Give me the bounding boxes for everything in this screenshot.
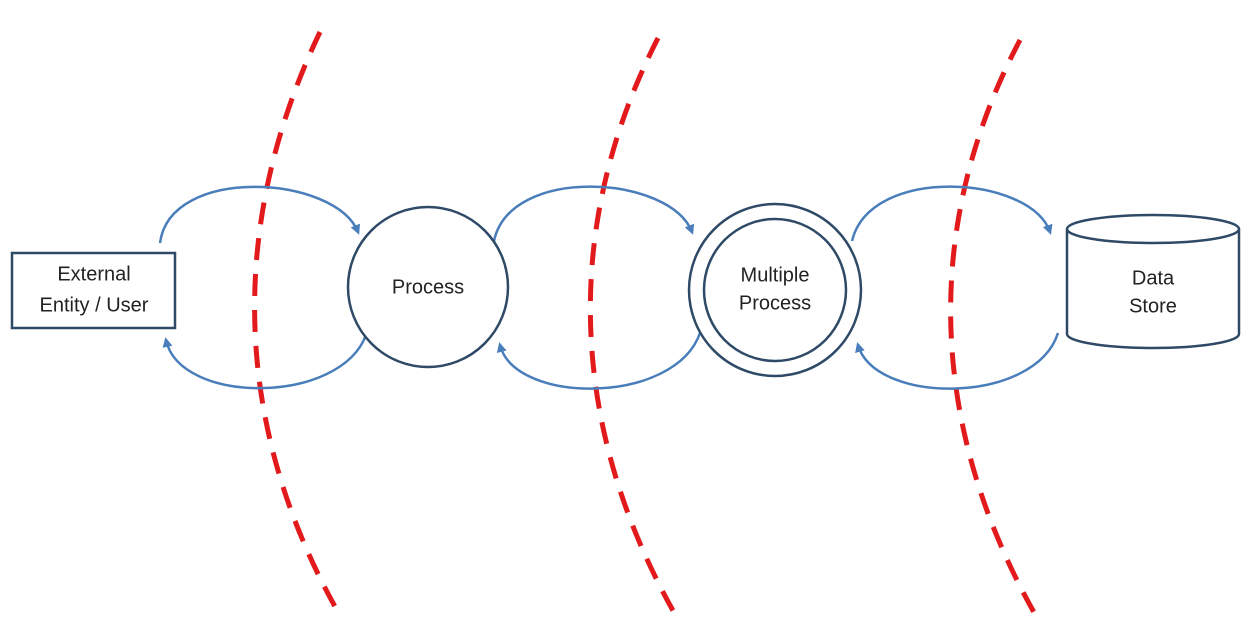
multiple-process-label-line1: Multiple [741, 264, 810, 286]
flow-arrow-datastore-to-multiple [855, 332, 1060, 390]
data-store-body [1065, 229, 1241, 350]
flow-arrow-multiple-to-datastore [850, 185, 1053, 242]
external-entity-label-line2: Entity / User [40, 294, 149, 316]
flow-arrow-process-to-multiple [492, 185, 695, 242]
flow-arrow-entity-to-process [158, 185, 360, 244]
trust-boundary-2 [587, 36, 679, 618]
external-entity-node[interactable]: External Entity / User [10, 251, 177, 330]
trust-boundary-3 [948, 38, 1039, 618]
flow-arrow-multiple-to-process [496, 332, 702, 390]
process-node[interactable]: Process [346, 205, 510, 369]
flow-arrow-process-to-entity [162, 334, 368, 390]
multiple-process-label-line2: Process [739, 292, 811, 314]
process-label: Process [392, 276, 464, 298]
data-store-label-line2: Store [1129, 295, 1177, 317]
external-entity-label-line1: External [57, 263, 130, 285]
data-store-top [1065, 213, 1241, 245]
multiple-process-inner-circle [702, 217, 848, 363]
external-entity-box [10, 251, 177, 330]
data-store-node[interactable]: Data Store [1065, 213, 1241, 350]
multiple-process-node[interactable]: Multiple Process [687, 202, 863, 378]
data-store-label-line1: Data [1132, 267, 1175, 289]
multiple-process-outer-circle [687, 202, 863, 378]
trust-boundary-1 [252, 30, 341, 614]
process-circle [346, 205, 510, 369]
